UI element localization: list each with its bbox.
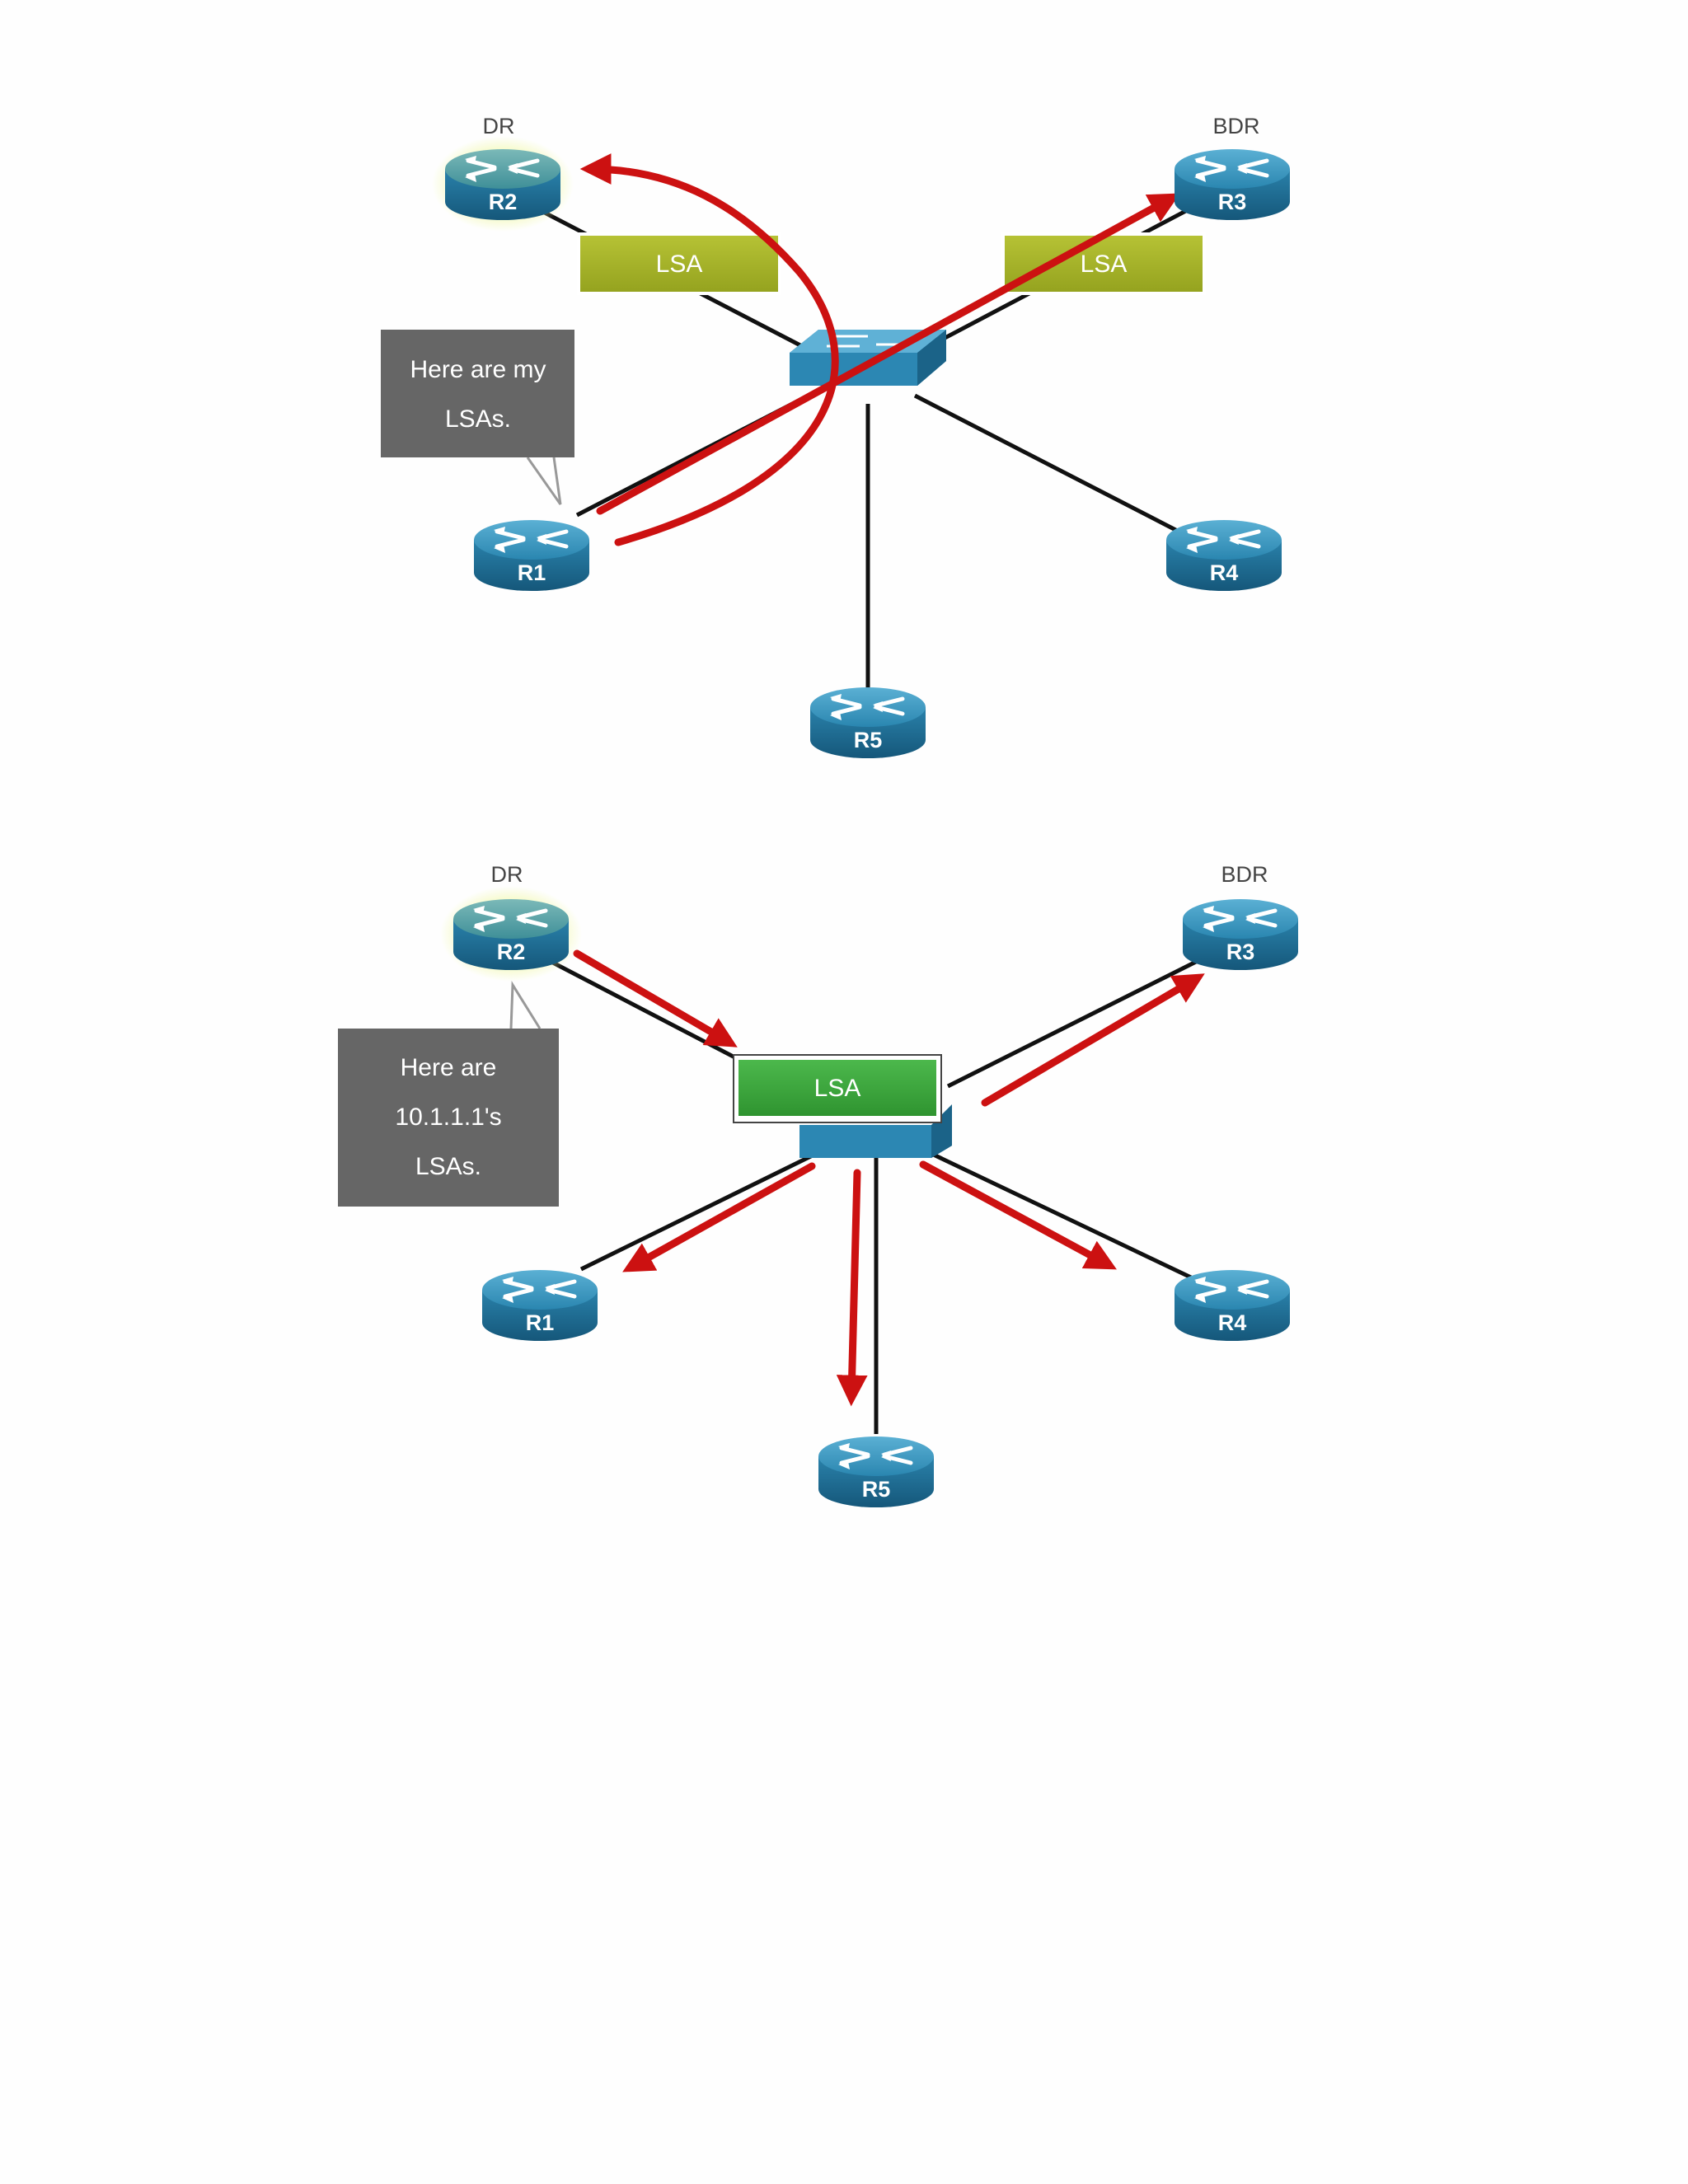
panel2-dr-label: DR (491, 862, 523, 887)
arrow-switch-to-r3 (981, 973, 1205, 1107)
router-label: R5 (854, 728, 883, 752)
panel1-lsa-right-label: LSA (1081, 251, 1128, 278)
arrow-switch-to-r5 (836, 1169, 868, 1407)
panel1-router-r2: R2 (432, 136, 574, 232)
panel2-lsa: LSA (733, 1054, 942, 1123)
router-icon (440, 886, 582, 982)
panel2-bdr-label: BDR (1221, 862, 1268, 887)
panel2-callout-line1: Here are (401, 1054, 497, 1081)
panel1-router-r4: R4 (1166, 520, 1282, 591)
router-label: R4 (1218, 1310, 1247, 1335)
panel1-callout: Here are my LSAs. (381, 330, 574, 505)
router-label: R3 (1218, 190, 1247, 214)
panel2-flood-arrows (573, 949, 1205, 1407)
link-r4-switch (921, 1147, 1193, 1280)
panel-2: LSA R2 DR R3 BDR R1 R4 (338, 862, 1298, 1507)
panel2-callout-line2: 10.1.1.1's (395, 1104, 501, 1131)
panel2-switch-icon (799, 1104, 952, 1158)
arrow-r1-to-r2 (579, 153, 839, 546)
link-r3-switch (946, 958, 1201, 1089)
link-r1-switch (579, 1147, 826, 1272)
router-label: R1 (526, 1310, 555, 1335)
panel2-router-r3: R3 (1183, 899, 1298, 970)
link-r4-switch (913, 393, 1189, 538)
router-label: R5 (862, 1477, 891, 1502)
panel1-router-r5: R5 (810, 687, 926, 758)
router-label: R2 (489, 190, 518, 214)
router-icon (432, 136, 574, 232)
arrow-r1-to-r3 (596, 193, 1180, 515)
panel1-lsa-right: LSA (1001, 232, 1206, 295)
router-label: R3 (1226, 940, 1255, 964)
panel1-lsa-left: LSA (577, 232, 781, 295)
panel2-router-r5: R5 (818, 1436, 934, 1507)
router-label: R1 (518, 560, 546, 585)
panel1-flood-arrows (579, 153, 1180, 546)
router-label: R4 (1210, 560, 1239, 585)
panel1-callout-line1: Here are my (410, 356, 546, 383)
panel2-router-r4: R4 (1175, 1270, 1290, 1341)
router-label: R2 (497, 940, 526, 964)
panel1-dr-label: DR (483, 114, 515, 138)
panel2-router-r2: R2 (440, 886, 582, 982)
panel2-callout: Here are 10.1.1.1's LSAs. (338, 981, 559, 1207)
link-r2-switch (546, 958, 748, 1066)
arrow-switch-to-r1 (622, 1162, 816, 1272)
panel1-router-r3: R3 (1175, 149, 1290, 220)
panel1-lsa-left-label: LSA (656, 251, 703, 278)
panel1-router-r1: R1 (474, 520, 589, 591)
panel2-lsa-label: LSA (814, 1075, 861, 1102)
panel1-bdr-label: BDR (1212, 114, 1259, 138)
panel1-callout-line2: LSAs. (445, 405, 511, 433)
panel-1: LSA LSA R2 DR R3 BDR R1 R4 (381, 114, 1290, 758)
arrow-switch-to-r4 (919, 1160, 1117, 1270)
panel2-callout-line3: LSAs. (415, 1153, 481, 1180)
panel2-router-r1: R1 (482, 1270, 598, 1341)
arrow-r2-to-switch (573, 949, 738, 1047)
